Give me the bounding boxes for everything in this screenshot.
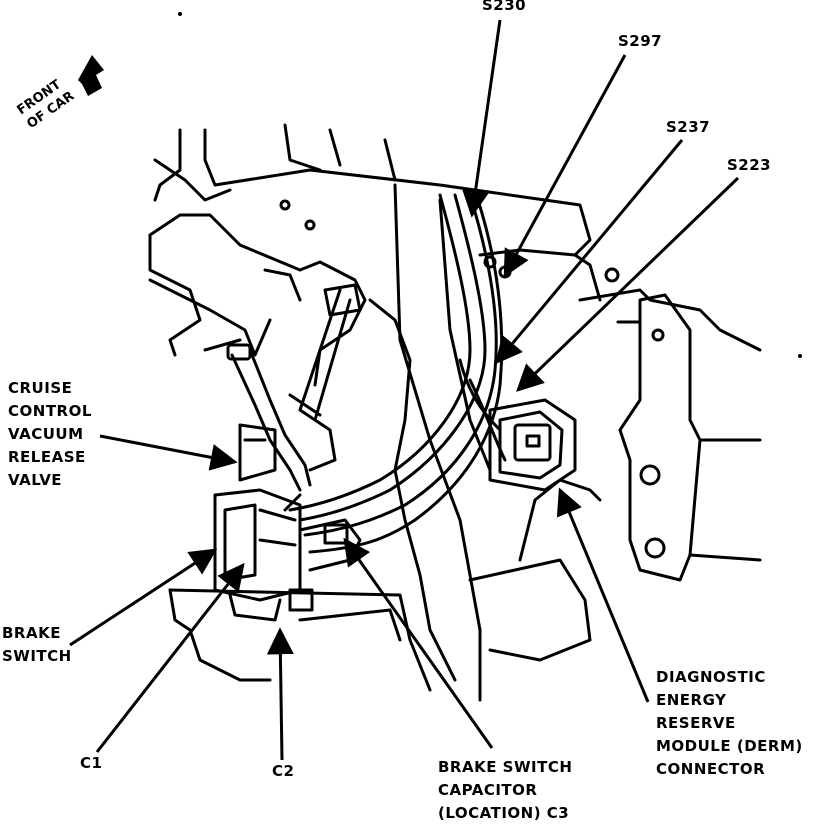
c2-leader <box>266 627 294 761</box>
brake-switch-label: BRAKE SWITCH <box>2 624 72 665</box>
dot-mark <box>798 354 802 358</box>
derm-leader <box>556 487 650 703</box>
s230-leader <box>462 19 502 218</box>
s230-label: S230 <box>482 0 527 14</box>
dot-mark-top <box>178 12 182 16</box>
front-of-car-arrow <box>78 55 104 96</box>
brake-switch-leader <box>69 548 218 647</box>
derm-label: DIAGNOSTIC ENERGY RESERVE MODULE (DERM) … <box>656 668 803 778</box>
s237-leader <box>495 139 684 365</box>
s297-leader <box>503 54 627 278</box>
wiring-harness <box>288 193 507 554</box>
capacitor-label: BRAKE SWITCH CAPACITOR (LOCATION) C3 <box>438 758 573 822</box>
cruise-valve-leader <box>99 434 238 471</box>
mounting-bracket <box>616 293 762 582</box>
derm-connector <box>488 398 577 492</box>
dash-structure <box>148 123 762 387</box>
c2-label: C2 <box>272 762 295 780</box>
c1-label: C1 <box>80 754 103 772</box>
s223-leader <box>516 176 740 392</box>
capacitor-leader <box>343 537 494 749</box>
s237-label: S237 <box>666 118 711 136</box>
c1-leader <box>95 562 245 753</box>
s297-label: S297 <box>618 32 663 50</box>
brake-pedal-assembly <box>168 478 602 692</box>
vacuum-valve-hose <box>226 283 362 512</box>
cruise-valve-label: CRUISE CONTROL VACUUM RELEASE VALVE <box>8 379 92 489</box>
s223-label: S223 <box>727 156 772 174</box>
